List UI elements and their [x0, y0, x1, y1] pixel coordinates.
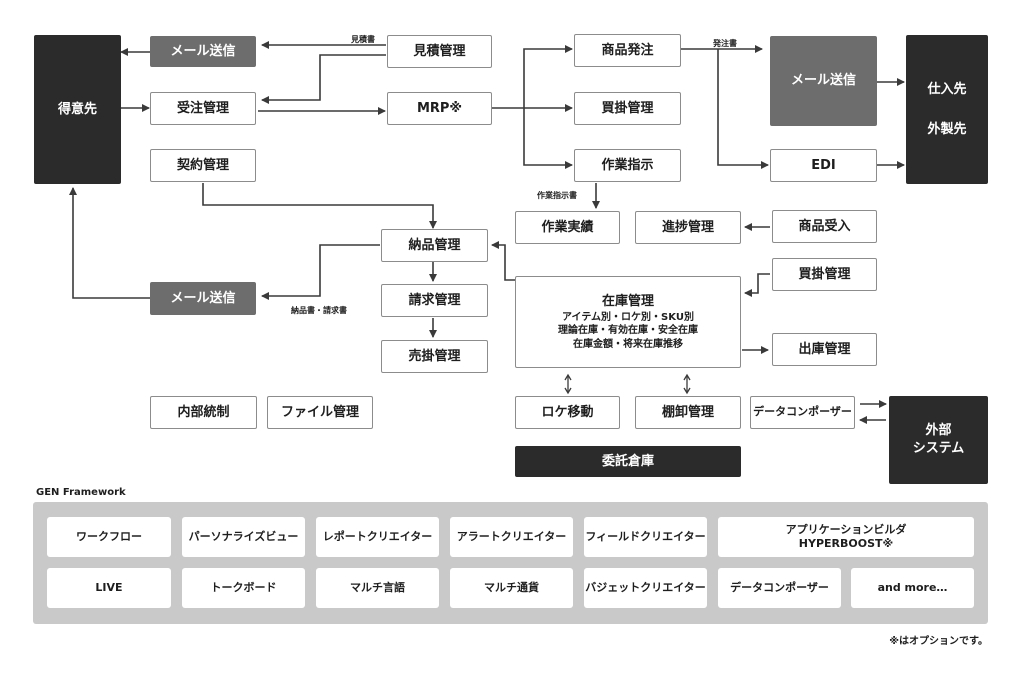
- consignment-warehouse-node: 委託倉庫: [515, 446, 741, 477]
- framework-item: レポートクリエイター: [316, 517, 439, 557]
- customer-label: 得意先: [57, 101, 97, 117]
- work-order-doc-label: 作業指示書: [537, 191, 577, 200]
- estimate-doc-label: 見積書: [351, 35, 375, 44]
- framework-item-label: トークボード: [210, 580, 277, 594]
- edi-label: EDI: [811, 157, 836, 173]
- order-management-label: 受注管理: [176, 100, 229, 116]
- framework-item: アラートクリエイター: [450, 517, 573, 557]
- billing-management-label: 請求管理: [408, 292, 461, 308]
- mrp-label: MRP※: [416, 100, 463, 116]
- purchase-order-doc-label: 発注書: [713, 39, 737, 48]
- framework-item-label: レポートクリエイター: [322, 529, 433, 543]
- mail-send-mid-label: メール送信: [170, 290, 236, 306]
- billing-management-node: 請求管理: [381, 284, 488, 317]
- location-move-node: ロケ移動: [515, 396, 620, 429]
- framework-panel: ワークフロー パーソナライズビュー レポートクリエイター アラートクリエイター …: [33, 502, 988, 624]
- work-order-node: 作業指示: [574, 149, 681, 182]
- inventory-management-node: 在庫管理 アイテム別・ロケ別・SKU別 理論在庫・有効在庫・安全在庫 在庫金額・…: [515, 276, 741, 368]
- framework-item: バジェットクリエイター: [584, 568, 707, 608]
- delivery-management-node: 納品管理: [381, 229, 488, 262]
- framework-item-label: and more…: [877, 580, 948, 594]
- payables-2-label: 買掛管理: [798, 266, 851, 282]
- mrp-node: MRP※: [387, 92, 492, 125]
- data-composer-label: データコンポーザー: [753, 405, 852, 419]
- goods-receipt-label: 商品受入: [798, 218, 851, 234]
- payables-node: 買掛管理: [574, 92, 681, 125]
- app-builder-item: アプリケーションビルダ HYPERBOOST※: [718, 517, 974, 557]
- option-note: ※はオプションです。: [889, 636, 988, 647]
- stocktaking-node: 棚卸管理: [635, 396, 741, 429]
- framework-item: マルチ通貨: [450, 568, 573, 608]
- framework-item: LIVE: [47, 568, 171, 608]
- framework-item-label: マルチ通貨: [484, 580, 539, 594]
- framework-item: フィールドクリエイター: [584, 517, 707, 557]
- mail-send-right-node: メール送信: [770, 36, 877, 126]
- framework-item-label: アラートクリエイター: [456, 529, 567, 543]
- stocktaking-label: 棚卸管理: [661, 404, 714, 420]
- work-result-label: 作業実績: [541, 219, 594, 235]
- location-move-label: ロケ移動: [541, 404, 594, 420]
- goods-receipt-node: 商品受入: [772, 210, 877, 243]
- framework-item-label: マルチ言語: [350, 580, 405, 594]
- external-system-node: 外部 システム: [889, 396, 988, 484]
- file-management-node: ファイル管理: [267, 396, 373, 429]
- framework-item: データコンポーザー: [718, 568, 841, 608]
- framework-item: マルチ言語: [316, 568, 439, 608]
- framework-item: ワークフロー: [47, 517, 171, 557]
- contract-management-node: 契約管理: [150, 149, 256, 182]
- work-result-node: 作業実績: [515, 211, 620, 244]
- inventory-line-3: 在庫金額・将来在庫推移: [573, 338, 683, 350]
- mail-send-right-label: メール送信: [790, 73, 856, 89]
- mail-send-top-label: メール送信: [170, 43, 236, 59]
- system-label: システム: [912, 441, 965, 456]
- framework-item-label: データコンポーザー: [730, 580, 829, 594]
- framework-item: トークボード: [182, 568, 305, 608]
- internal-control-label: 内部統制: [177, 404, 230, 420]
- shipping-management-node: 出庫管理: [772, 333, 877, 366]
- estimate-management-label: 見積管理: [413, 43, 466, 59]
- work-order-label: 作業指示: [601, 157, 654, 173]
- external-label: 外部: [925, 423, 952, 439]
- inventory-title: 在庫管理: [601, 293, 654, 309]
- framework-item: and more…: [851, 568, 974, 608]
- shipping-management-label: 出庫管理: [798, 341, 851, 357]
- progress-management-label: 進捗管理: [661, 219, 714, 235]
- receivables-node: 売掛管理: [381, 340, 488, 373]
- file-management-label: ファイル管理: [280, 404, 359, 420]
- framework-item-label: フィールドクリエイター: [585, 529, 706, 543]
- app-builder-label: アプリケーションビルダ: [785, 522, 907, 536]
- framework-item-label: ワークフロー: [76, 529, 142, 543]
- order-management-node: 受注管理: [150, 92, 256, 125]
- internal-control-node: 内部統制: [150, 396, 257, 429]
- inventory-line-1: アイテム別・ロケ別・SKU別: [562, 311, 694, 323]
- consignment-warehouse-label: 委託倉庫: [601, 453, 654, 469]
- product-order-node: 商品発注: [574, 34, 681, 67]
- estimate-management-node: 見積管理: [387, 35, 492, 68]
- framework-item-label: バジェットクリエイター: [585, 580, 706, 594]
- mail-send-mid-node: メール送信: [150, 282, 256, 315]
- framework-title: GEN Framework: [36, 487, 126, 498]
- framework-item: パーソナライズビュー: [182, 517, 305, 557]
- payables-2-node: 買掛管理: [772, 258, 877, 291]
- customer-node: 得意先: [34, 35, 121, 184]
- hyperboost-label: HYPERBOOST※: [798, 537, 894, 550]
- contract-management-label: 契約管理: [176, 157, 229, 173]
- progress-management-node: 進捗管理: [635, 211, 741, 244]
- supplier-node: 仕入先 外製先: [906, 35, 988, 184]
- mail-send-top-node: メール送信: [150, 36, 256, 67]
- product-order-label: 商品発注: [601, 42, 654, 58]
- subcontractor-label: 外製先: [927, 121, 967, 137]
- framework-item-label: LIVE: [95, 580, 123, 594]
- framework-item-label: パーソナライズビュー: [188, 529, 299, 543]
- delivery-management-label: 納品管理: [408, 237, 461, 253]
- data-composer-node: データコンポーザー: [750, 396, 855, 429]
- payables-label: 買掛管理: [601, 100, 654, 116]
- delivery-invoice-doc-label: 納品書・請求書: [291, 306, 347, 315]
- inventory-line-2: 理論在庫・有効在庫・安全在庫: [558, 325, 698, 337]
- edi-node: EDI: [770, 149, 877, 182]
- receivables-label: 売掛管理: [408, 348, 461, 364]
- supplier-label: 仕入先: [927, 81, 967, 97]
